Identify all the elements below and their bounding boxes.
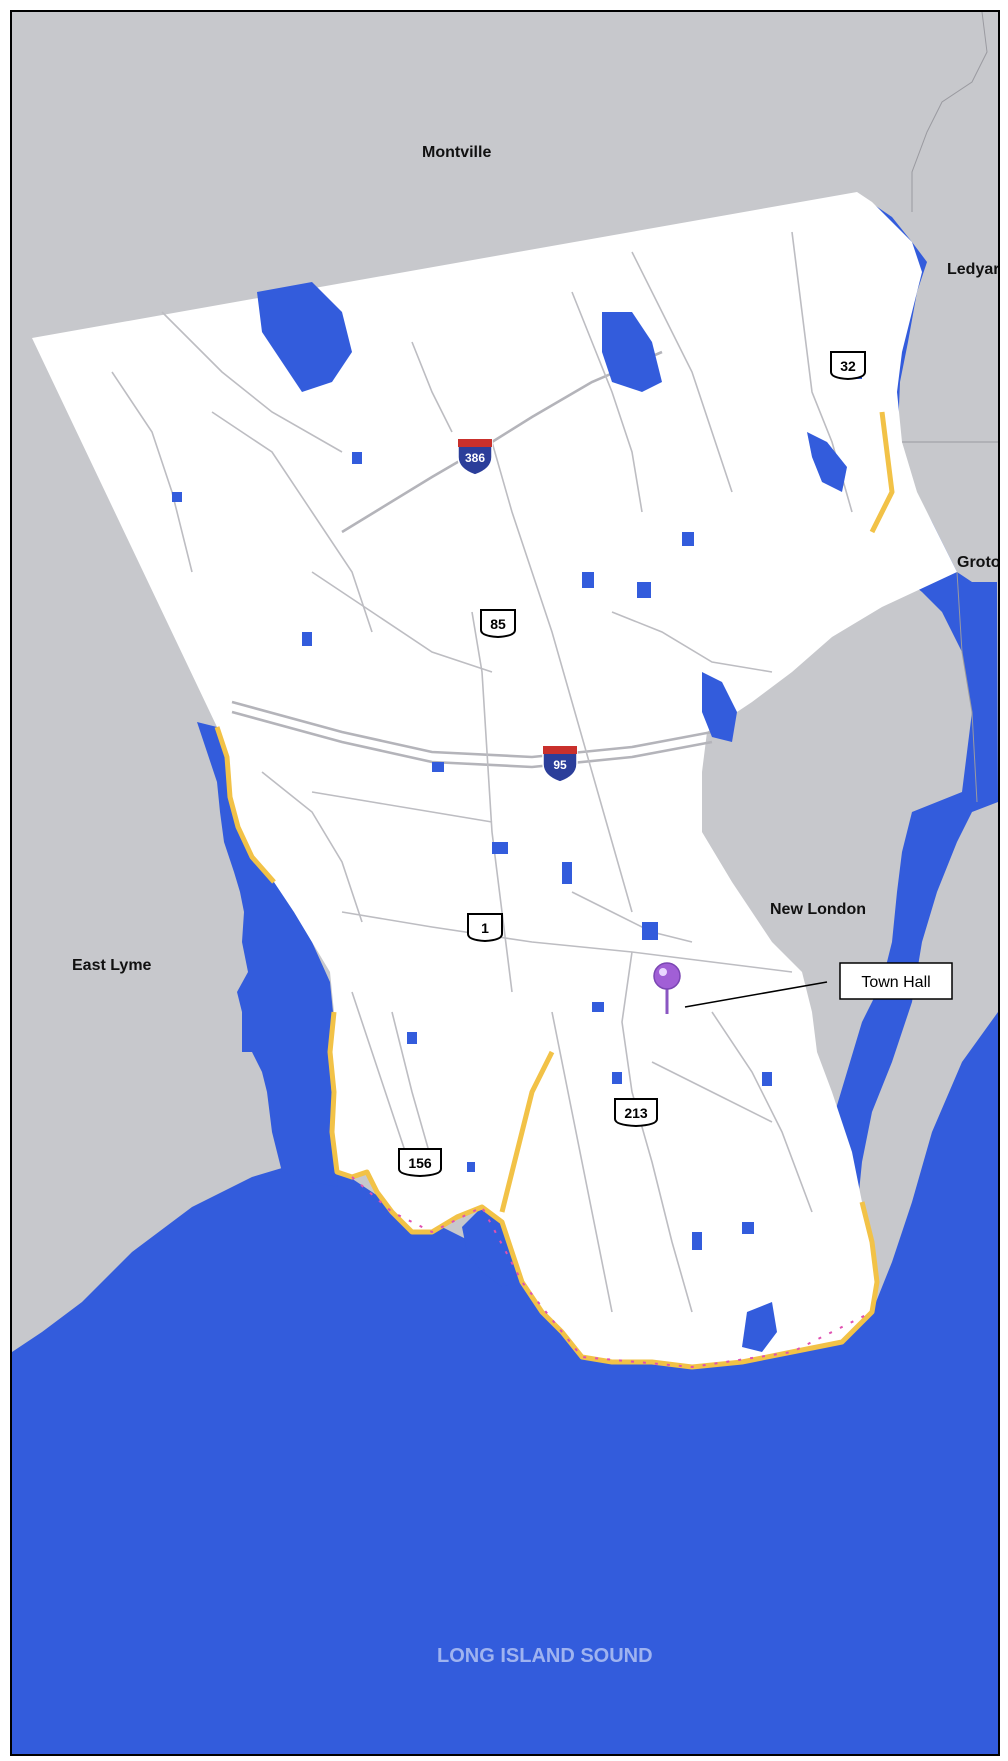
svg-text:85: 85 — [490, 616, 506, 632]
label-montville: Montville — [422, 144, 491, 161]
town-boundary-land — [32, 192, 957, 1367]
label-ledyard: Ledyard — [947, 261, 998, 278]
svg-text:213: 213 — [624, 1105, 648, 1121]
road-network — [111, 231, 853, 1313]
shoreline-flood-zone-river — [499, 1050, 555, 1213]
svg-text:32: 32 — [840, 358, 856, 374]
svg-text:1: 1 — [481, 920, 489, 936]
town-hall-callout[interactable]: Town Hall — [839, 962, 953, 1000]
svg-text:386: 386 — [465, 451, 485, 465]
town-line-new-london — [956, 571, 978, 803]
niantic-river-water — [197, 722, 338, 1187]
label-long-island-sound: LONG ISLAND SOUND — [437, 1645, 653, 1667]
town-line-ledyard — [911, 12, 988, 212]
callout-leader-line — [684, 981, 828, 1008]
shoreline-flood-zone-west — [214, 726, 276, 884]
map-canvas[interactable]: Montville Ledyard Groton New London East… — [12, 12, 998, 1754]
label-new-london: New London — [770, 901, 866, 918]
route-shield-icon-156[interactable]: 156 — [398, 1148, 442, 1178]
label-groton: Groton — [957, 554, 998, 571]
map-pin-icon[interactable] — [653, 962, 681, 1014]
svg-text:95: 95 — [553, 758, 567, 772]
route-shield-icon-32[interactable]: 32 — [830, 351, 866, 381]
route-shield-icon-85[interactable]: 85 — [480, 609, 516, 639]
ponds — [172, 282, 862, 1250]
shoreline-flood-zone-thames — [869, 411, 895, 534]
route-shield-icon-1[interactable]: 1 — [467, 913, 503, 943]
label-east-lyme: East Lyme — [72, 957, 152, 974]
svg-text:156: 156 — [408, 1155, 432, 1171]
bay-east — [742, 1302, 777, 1352]
svg-text:Town Hall: Town Hall — [861, 974, 930, 991]
route-shield-icon-213[interactable]: 213 — [614, 1098, 658, 1128]
long-island-sound-water — [12, 1012, 998, 1754]
interstate-shield-icon-95[interactable]: 95 — [542, 745, 578, 783]
map-frame[interactable]: Montville Ledyard Groton New London East… — [10, 10, 1000, 1756]
interstate-shield-icon-386[interactable]: 386 — [457, 438, 493, 476]
shoreline-flood-zone-south — [327, 1011, 880, 1370]
